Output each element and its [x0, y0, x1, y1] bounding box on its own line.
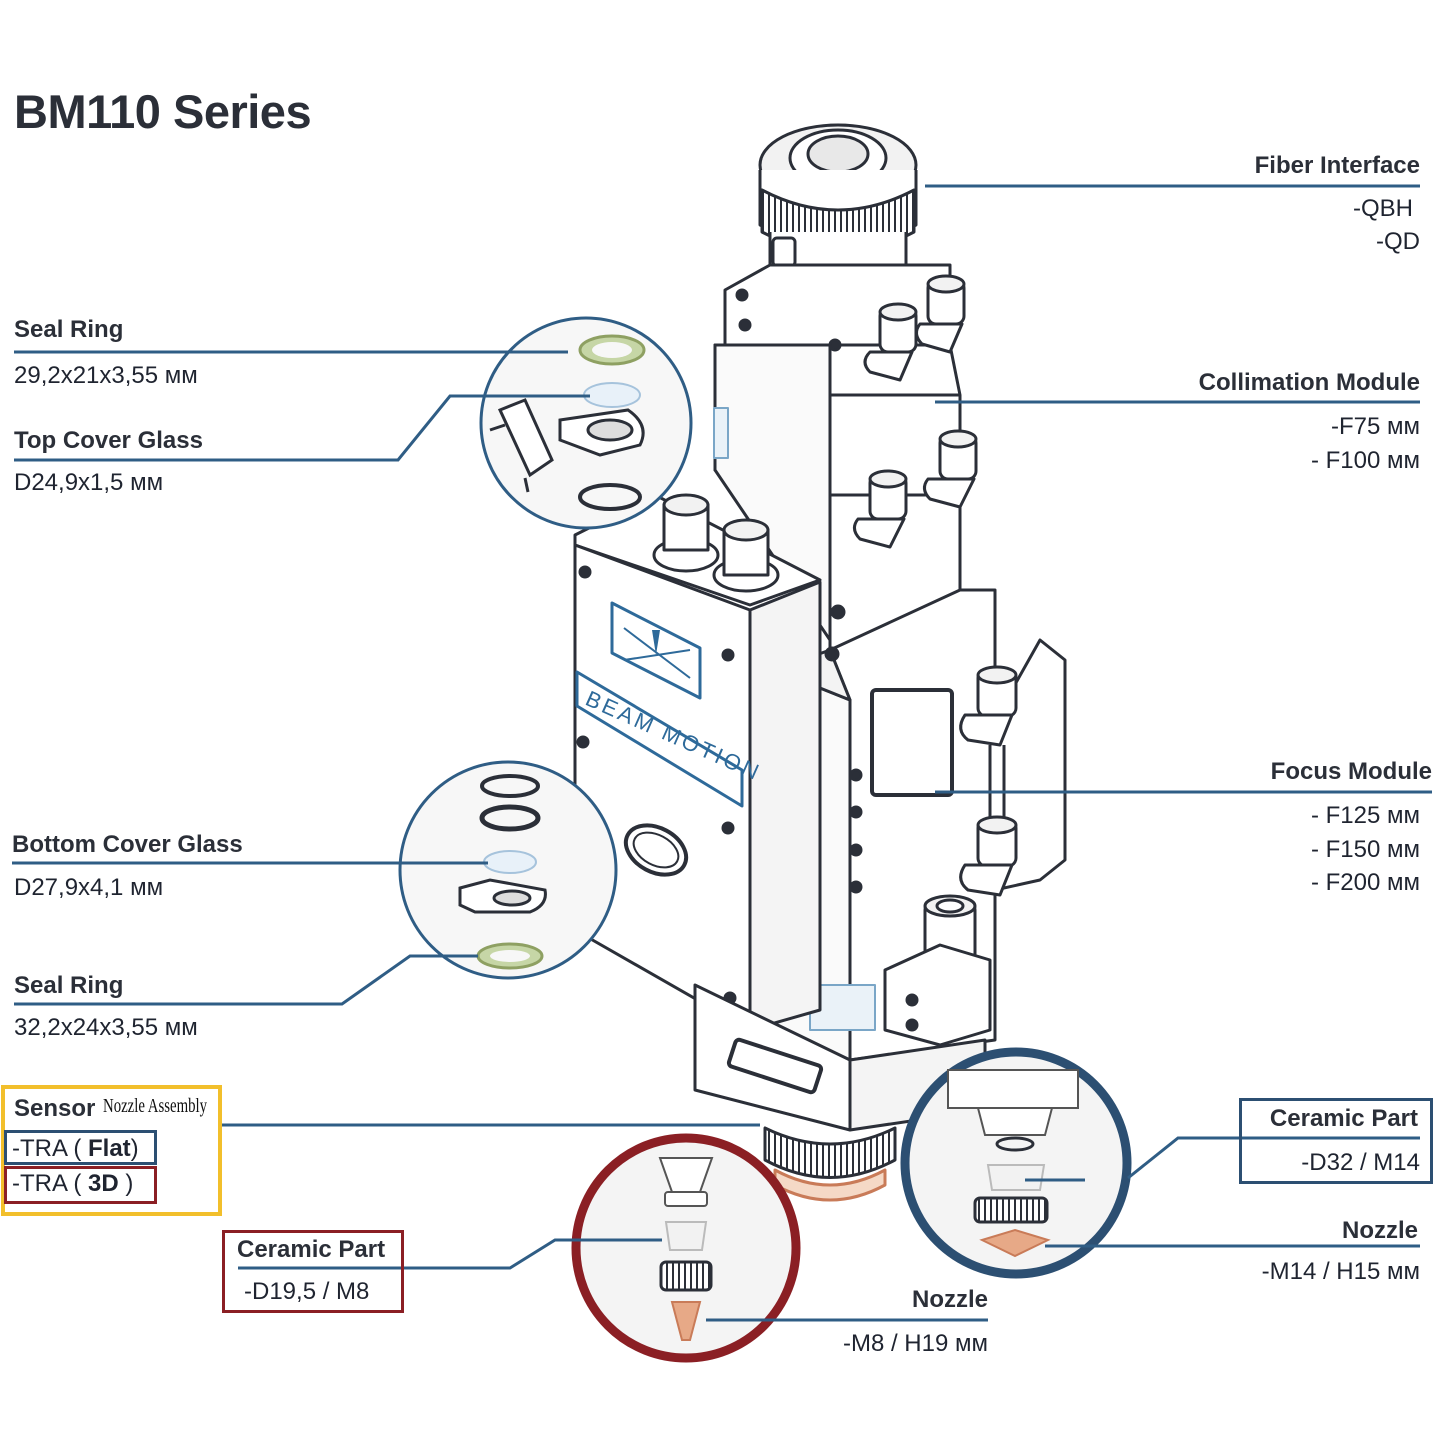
ceramic-flat-spec: -D32 / M14 [1301, 1149, 1420, 1176]
focus-option-f200: - F200 мм [1310, 869, 1420, 896]
sensor-flat-frame [4, 1130, 157, 1165]
sensor-3d-text: 3D [88, 1170, 119, 1197]
o-ring-top-part [578, 483, 642, 511]
nozzle-3d-label: Nozzle [911, 1286, 988, 1313]
ceramic-3d-frame [222, 1230, 404, 1313]
sensor-flat-prefix: -TRA ( [12, 1135, 88, 1162]
sensor-3d-suffix: ) [118, 1170, 134, 1197]
drawer-box [573, 493, 822, 1032]
base-block [693, 983, 987, 1202]
top-cover-glass-size: D24,9x1,5 мм [14, 469, 164, 496]
sensor-frame [1, 1085, 222, 1216]
nozzle-flat-label: Nozzle [1341, 1217, 1418, 1244]
sensor-flat-suffix: ) [130, 1135, 139, 1162]
focus-module-label: Focus Module [1270, 758, 1432, 785]
seal-ring-bottom-size: 32,2x24x3,55 мм [14, 1014, 198, 1041]
bottom-cover-glass-size: D27,9x4,1 мм [14, 874, 164, 901]
top-drawer-part [489, 398, 645, 493]
sensor-flat-text: Flat [88, 1135, 131, 1162]
ceramic-flat-part [986, 1164, 1046, 1191]
sensor-label: Sensor [14, 1095, 96, 1122]
collimation-option-f75: -F75 мм [1330, 413, 1420, 440]
nozzle-flat-detail-circle [900, 1047, 1132, 1279]
fiber-option-qd: -QD [1376, 228, 1420, 255]
focus-option-f150: - F150 мм [1310, 836, 1420, 863]
seal-ring-bottom-label: Seal Ring [14, 972, 124, 999]
ceramic-3d-part [664, 1221, 708, 1251]
ceramic-3d-label: Ceramic Part [237, 1236, 386, 1263]
collimation-module-label: Collimation Module [1198, 369, 1420, 396]
air-fittings-top [853, 274, 978, 549]
collimation-option-f100: - F100 мм [1310, 447, 1420, 474]
bottom-cover-detail-circle [398, 760, 618, 980]
sensor-3d-prefix: -TRA ( [12, 1170, 88, 1197]
focus-option-f125: - F125 мм [1310, 802, 1420, 829]
ceramic-3d-spec: -D19,5 / M8 [244, 1278, 370, 1305]
bottom-cover-glass-label: Bottom Cover Glass [12, 831, 243, 858]
leader-lines [12, 184, 1432, 1322]
bottom-drawer-part [458, 878, 547, 914]
page-title: BM110 Series [14, 85, 312, 138]
nozzle-3d-detail-circle [571, 1133, 801, 1363]
fiber-option-qbh: -QBH [1353, 195, 1413, 222]
fiber-interface-label: Fiber Interface [1254, 152, 1420, 179]
seal-ring-top-size: 29,2x21x3,55 мм [14, 362, 198, 389]
nozzle-assembly-label: Nozzle Assembly [103, 1095, 207, 1117]
bottom-cover-glass-part [483, 850, 537, 874]
nozzle-3d-spec: -M8 / H19 мм [842, 1330, 988, 1357]
drawer-fittings [652, 493, 780, 593]
seal-ring-top-label: Seal Ring [14, 316, 124, 343]
top-cover-glass-label: Top Cover Glass [14, 427, 203, 454]
collimation-block [713, 263, 978, 652]
qbh-connector [758, 123, 918, 334]
sensor-flat-option: -TRA ( Flat) [12, 1137, 139, 1161]
nozzle-flat-part [979, 1228, 1051, 1258]
ceramic-flat-frame [1239, 1098, 1433, 1184]
nozzle-flat-spec: -M14 / H15 мм [1261, 1258, 1420, 1285]
ceramic-flat-label: Ceramic Part [1269, 1105, 1418, 1132]
sensor-3d-option: -TRA ( 3D ) [12, 1172, 133, 1196]
sensor-3d-frame [4, 1166, 157, 1204]
top-cover-glass-part [583, 382, 641, 408]
top-cover-detail-circle [479, 316, 693, 530]
laser-head-body [573, 123, 1067, 1202]
nozzle-3d-part [670, 1301, 702, 1341]
